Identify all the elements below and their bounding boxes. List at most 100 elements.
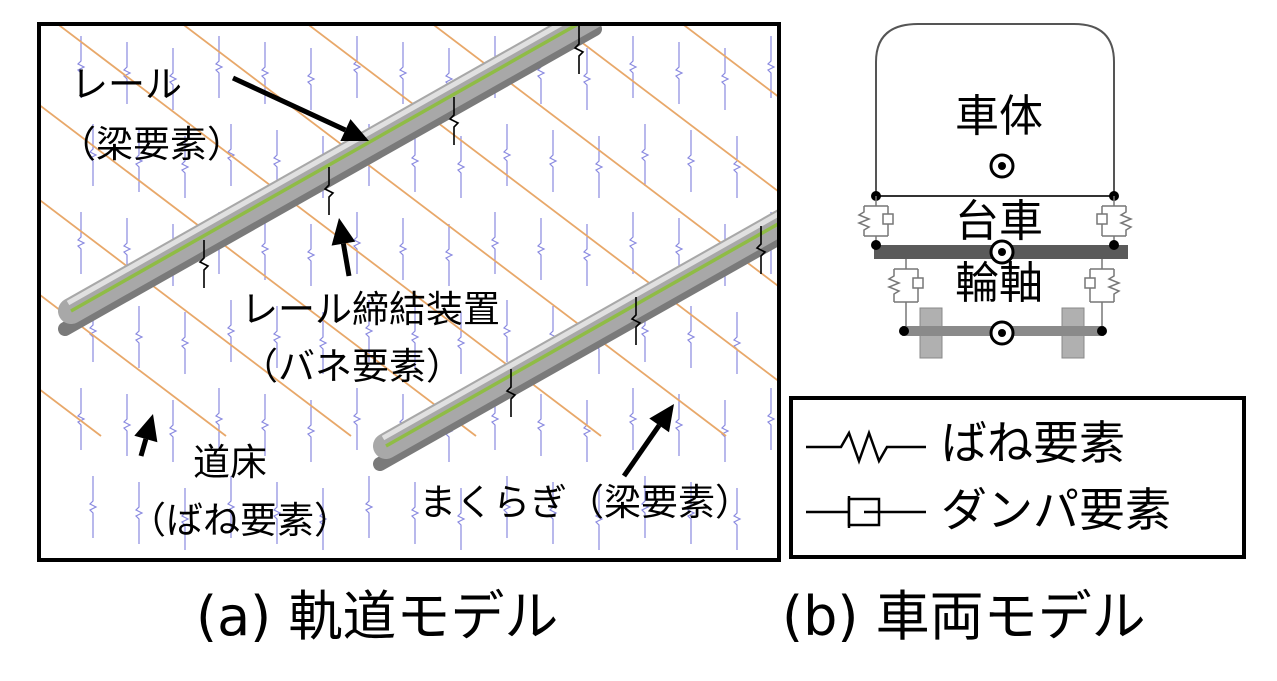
ballast-spring bbox=[260, 218, 270, 280]
ballast-spring bbox=[674, 218, 684, 280]
sleeper bbox=[433, 26, 777, 287]
ballast-spring bbox=[640, 476, 650, 538]
sleeper bbox=[683, 26, 777, 97]
sleeper-label: まくらぎ（梁要素） bbox=[419, 481, 752, 524]
ballast-spring bbox=[490, 388, 500, 450]
ballast-spring bbox=[686, 306, 696, 368]
primary-suspension-left bbox=[886, 259, 924, 330]
ballast-spring bbox=[732, 136, 742, 198]
rail-left bbox=[58, 26, 602, 336]
ballast-spring bbox=[168, 48, 178, 110]
ballast-label: 道床 bbox=[193, 441, 267, 484]
sleeper bbox=[41, 105, 477, 437]
ballast-spring bbox=[318, 488, 328, 550]
ballast-spring bbox=[168, 400, 178, 462]
ballast-spring bbox=[352, 212, 362, 274]
sleeper bbox=[308, 26, 777, 382]
rail-fastener bbox=[198, 240, 210, 288]
ballast-spring bbox=[398, 218, 408, 280]
ballast-spring bbox=[720, 400, 730, 462]
ballast-spring bbox=[306, 400, 316, 462]
ballast-spring bbox=[594, 488, 604, 550]
ballast-spring bbox=[122, 218, 132, 280]
track-model-drawing bbox=[41, 26, 777, 550]
ballast-spring bbox=[306, 224, 316, 286]
ballast-spring bbox=[272, 306, 282, 368]
ballast-spring bbox=[720, 48, 730, 110]
bogie-node-left bbox=[871, 240, 881, 250]
ballast-spring bbox=[732, 488, 742, 550]
ballast-spring bbox=[674, 42, 684, 104]
ballast-spring bbox=[76, 212, 86, 274]
ballast-spring bbox=[548, 482, 558, 544]
ballast-spring bbox=[122, 394, 132, 456]
car-body bbox=[875, 23, 1115, 194]
ballast-spring bbox=[180, 312, 190, 374]
ballast-spring bbox=[410, 130, 420, 192]
ballast-spring bbox=[226, 476, 236, 538]
sleeper bbox=[41, 294, 227, 437]
rail-type-label: （梁要素） bbox=[59, 123, 244, 166]
damper-symbol-icon bbox=[806, 496, 926, 528]
rail-label: レール bbox=[71, 63, 182, 106]
ballast-spring bbox=[76, 36, 86, 98]
legend-symbols bbox=[806, 429, 926, 528]
ballast-spring bbox=[502, 124, 512, 186]
ballast-spring bbox=[306, 48, 316, 110]
rail-fastener bbox=[448, 97, 460, 145]
ballast-spring bbox=[456, 312, 466, 374]
ballast-spring bbox=[272, 482, 282, 544]
ballast-spring bbox=[732, 312, 742, 374]
axle-node-right bbox=[1097, 326, 1107, 336]
wheelset-label: 輪軸 bbox=[955, 258, 1043, 309]
sleeper bbox=[558, 26, 777, 192]
rail-center-line bbox=[70, 26, 579, 313]
ballast-spring bbox=[88, 124, 98, 186]
ballast-spring bbox=[352, 388, 362, 450]
ballast-spring bbox=[686, 130, 696, 192]
ballast-spring bbox=[134, 306, 144, 368]
ballast-spring bbox=[640, 124, 650, 186]
arrow-head bbox=[340, 119, 369, 141]
ballast-spring bbox=[582, 400, 592, 462]
ballast-spring bbox=[502, 300, 512, 362]
wheelset-mass-center bbox=[998, 329, 1006, 337]
axle-node-left bbox=[899, 326, 909, 336]
ballast-spring bbox=[766, 36, 776, 98]
ballast-spring bbox=[410, 482, 420, 544]
ballast-spring bbox=[122, 42, 132, 104]
ballast-spring bbox=[456, 136, 466, 198]
track-model-panel: レール （梁要素） レール締結装置 （バネ要素） 道床 （ばね要素） まくらぎ（… bbox=[37, 22, 781, 562]
ballast-spring bbox=[536, 394, 546, 456]
secondary-suspension-left bbox=[856, 196, 894, 244]
rails bbox=[58, 26, 777, 471]
fastener-arrow bbox=[331, 218, 356, 277]
ballast-spring bbox=[214, 388, 224, 450]
ballast-arrow bbox=[134, 414, 158, 457]
ballast-type-label: （ばね要素） bbox=[129, 499, 351, 542]
ballast-spring bbox=[628, 36, 638, 98]
ballast-spring bbox=[766, 388, 776, 450]
secondary-suspension-right bbox=[1096, 196, 1134, 244]
ballast-spring bbox=[444, 224, 454, 286]
caption-track-model: (a) 軌道モデル bbox=[196, 585, 559, 648]
ballast-spring bbox=[88, 476, 98, 538]
sleeper bbox=[41, 199, 352, 437]
ballast-spring bbox=[686, 482, 696, 544]
fastener-type-label: （バネ要素） bbox=[241, 345, 463, 388]
arrow-shaft bbox=[340, 243, 352, 277]
rail-arrow bbox=[231, 75, 369, 141]
rail-fastener bbox=[573, 26, 585, 74]
car-body-mass-center bbox=[998, 162, 1006, 170]
ballast-spring bbox=[456, 488, 466, 550]
caption-vehicle-model: (b) 車両モデル bbox=[782, 585, 1146, 648]
ballast-spring bbox=[134, 130, 144, 192]
sleeper bbox=[183, 26, 727, 437]
rail-fastener bbox=[755, 226, 767, 274]
rail-center-line bbox=[385, 222, 777, 448]
ballast-spring bbox=[502, 476, 512, 538]
ballast-spring bbox=[640, 300, 650, 362]
ballast-spring bbox=[582, 48, 592, 110]
ballast-spring bbox=[226, 300, 236, 362]
ballast-spring bbox=[490, 212, 500, 274]
